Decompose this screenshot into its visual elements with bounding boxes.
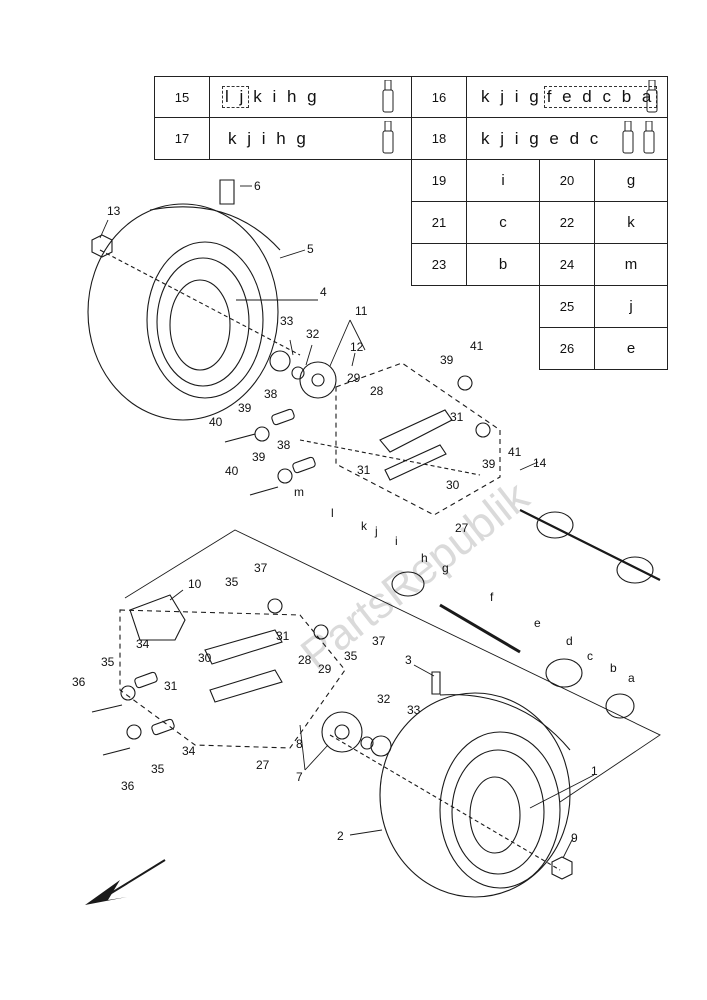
callout-l: l: [331, 506, 334, 520]
valve-icon: [382, 121, 394, 154]
valve-icon: [622, 121, 634, 154]
callout-h: h: [421, 551, 428, 565]
direction-arrow-icon: [85, 880, 127, 905]
letters: k j i g: [481, 87, 542, 106]
callout-4: 4: [320, 285, 327, 299]
callout-d: d: [566, 634, 573, 648]
callout-35-c: 35: [344, 649, 358, 663]
callout-10: 10: [188, 577, 202, 591]
callout-27-bottom: 27: [256, 758, 270, 772]
boxed-letters: l j: [222, 86, 250, 108]
callout-e: e: [534, 616, 541, 630]
callout-38-b: 38: [277, 438, 291, 452]
callout-30-bottom: 30: [198, 651, 212, 665]
callout-39-b: 39: [252, 450, 266, 464]
pair-letter-26: e: [594, 327, 668, 370]
callout-29-top: 29: [347, 371, 361, 385]
callout-35-d: 35: [151, 762, 165, 776]
callout-9: 9: [571, 831, 578, 845]
callout-c: c: [587, 649, 593, 663]
callout-g: g: [442, 561, 449, 575]
callout-27-top: 27: [455, 521, 469, 535]
callout-41-b: 41: [508, 445, 522, 459]
callout-34-b: 34: [182, 744, 196, 758]
callout-41-a: 41: [470, 339, 484, 353]
callout-31-d: 31: [164, 679, 178, 693]
callout-11: 11: [355, 304, 368, 318]
upper-arm-group: [335, 362, 501, 516]
callout-1: 1: [591, 764, 598, 778]
callout-40-a: 40: [209, 415, 223, 429]
callout-m: m: [294, 485, 304, 499]
callout-28-top: 28: [370, 384, 384, 398]
callout-b: b: [610, 661, 617, 675]
callout-i: i: [395, 534, 398, 548]
callout-39-c: 39: [440, 353, 454, 367]
callout-31-a: 31: [450, 410, 464, 424]
callout-34-a: 34: [136, 637, 150, 651]
callout-29-bottom: 29: [318, 662, 332, 676]
rear-left-wheel: [87, 203, 281, 421]
valve-icon: [643, 121, 655, 154]
callout-7: 7: [296, 770, 303, 784]
callout-j: j: [374, 524, 378, 538]
callout-3: 3: [405, 653, 412, 667]
letters: k j i g e d c: [481, 128, 602, 148]
callout-f: f: [490, 590, 494, 604]
callout-33-top: 33: [280, 314, 294, 328]
callout-35-a: 35: [225, 575, 239, 589]
valve-icon: [646, 80, 658, 113]
callout-36-a: 36: [72, 675, 86, 689]
front-right-wheel: [379, 692, 571, 898]
callout-40-b: 40: [225, 464, 239, 478]
callout-39-d: 39: [482, 457, 496, 471]
callout-39-a: 39: [238, 401, 252, 415]
callout-13: 13: [107, 204, 121, 218]
callout-12: 12: [350, 340, 364, 354]
callout-2: 2: [337, 829, 344, 843]
callout-28-bottom: 28: [298, 653, 312, 667]
callout-30-top: 30: [446, 478, 460, 492]
callout-14: 14: [533, 456, 547, 470]
callout-labels: 1 2 3 4 5 6 7 8 9 10 11 12 13 14 27 27 2…: [72, 179, 635, 845]
table-cell-16-letters: k j i g f e d c b a: [466, 76, 668, 118]
callout-k: k: [361, 519, 368, 533]
lower-arm-group: [119, 609, 346, 749]
callout-31-b: 31: [357, 463, 371, 477]
callout-37-b: 37: [372, 634, 386, 648]
letters: k j i h g: [228, 128, 309, 148]
callout-32-bottom: 32: [377, 692, 391, 706]
callout-32-top: 32: [306, 327, 320, 341]
callout-8: 8: [296, 737, 303, 751]
valve-icon: [382, 80, 394, 113]
callout-6: 6: [254, 179, 261, 193]
callout-31-c: 31: [276, 629, 290, 643]
callout-35-b: 35: [101, 655, 115, 669]
callout-5: 5: [307, 242, 314, 256]
callout-37-a: 37: [254, 561, 268, 575]
callout-a: a: [628, 671, 635, 685]
callout-36-b: 36: [121, 779, 135, 793]
letters: k i h g: [253, 87, 320, 106]
callout-38-a: 38: [264, 387, 278, 401]
callout-33-bottom: 33: [407, 703, 421, 717]
